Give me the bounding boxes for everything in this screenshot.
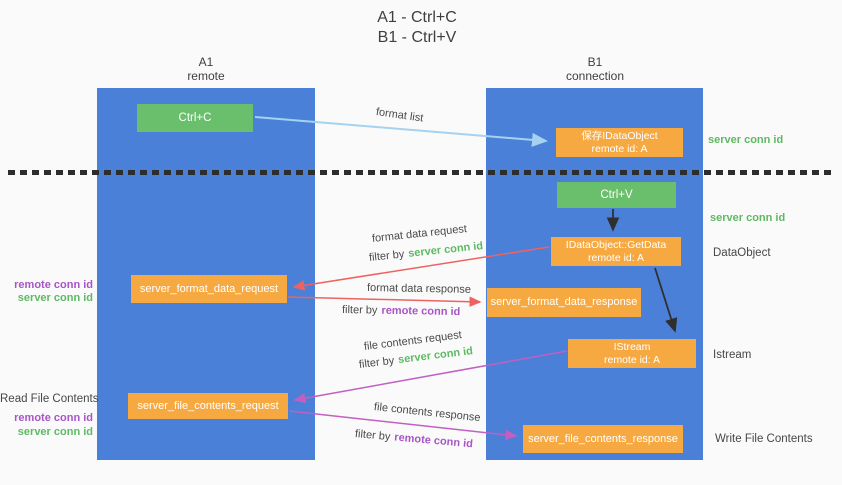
lane-header-b1: B1 connection [535, 55, 655, 83]
arrow-format-data-response [287, 296, 482, 307]
annotation-remote-conn-id-file: remote conn id [14, 412, 93, 424]
ctrl-v-label: Ctrl+V [600, 189, 633, 201]
server-file-contents-response-label: server_file_contents_response [528, 432, 678, 445]
annotation-server-conn-id-save: server conn id [708, 134, 784, 146]
server-file-contents-response-box: server_file_contents_response [523, 425, 683, 453]
annotation-server-conn-id-file: server conn id [17, 426, 93, 438]
lane-a1-subtitle: remote [187, 69, 225, 83]
server-format-data-response-label: server_format_data_response [490, 296, 638, 308]
save-idataobject-line2: remote id: A [591, 142, 648, 155]
session-divider-line [8, 170, 836, 175]
server-format-data-response-box: server_format_data_response [487, 288, 641, 317]
istream-line1: IStream [613, 340, 651, 353]
label-format-data-response: format data response [366, 282, 472, 296]
save-idataobject-line1: 保存IDataObject [581, 129, 658, 142]
lane-b1-subtitle: connection [565, 69, 625, 83]
page-title: A1 - Ctrl+C B1 - Ctrl+V [317, 8, 517, 48]
label-file-contents-response: file contents response [373, 401, 482, 425]
ctrl-c-box: Ctrl+C [137, 104, 253, 132]
lane-a1-name: A1 [198, 55, 214, 69]
lane-header-a1: A1 remote [146, 55, 266, 83]
filter-by-text: filter by [358, 354, 395, 371]
server-format-data-request-box: server_format_data_request [131, 275, 287, 303]
save-idataobject-box: 保存IDataObject remote id: A [556, 128, 683, 157]
annotation-server-conn-id-format: server conn id [17, 292, 93, 304]
title-line-2: B1 - Ctrl+V [377, 29, 457, 46]
getdata-box: IDataObject::GetData remote id: A [551, 237, 681, 266]
annotation-istream: Istream [713, 349, 752, 361]
filter-key-server-conn-id: server conn id [407, 240, 484, 260]
server-file-contents-request-box: server_file_contents_request [128, 393, 288, 419]
annotation-dataobject: DataObject [713, 247, 771, 259]
istream-box: IStream remote id: A [568, 339, 696, 368]
filter-by-text: filter by [354, 428, 391, 444]
filter-key-remote-conn-id: remote conn id [393, 431, 474, 451]
server-file-contents-request-label: server_file_contents_request [137, 399, 279, 412]
label-format-data-request: format data request [371, 223, 468, 245]
server-format-data-request-label: server_format_data_request [139, 282, 279, 295]
ctrl-c-label: Ctrl+C [178, 112, 212, 124]
title-line-1: A1 - Ctrl+C [377, 9, 457, 26]
getdata-line2: remote id: A [587, 251, 645, 264]
filter-key-remote-conn-id: remote conn id [381, 304, 461, 319]
lane-b1-name: B1 [587, 55, 603, 69]
annotation-remote-conn-id-format: remote conn id [14, 279, 93, 291]
filter-key-server-conn-id: server conn id [397, 345, 474, 367]
label-format-list: format list [375, 106, 425, 125]
istream-line2: remote id: A [603, 353, 661, 366]
filter-by-text: filter by [341, 304, 378, 317]
annotation-read-file-contents: Read File Contents [0, 393, 99, 405]
ctrl-v-box: Ctrl+V [557, 182, 676, 208]
annotation-server-conn-id-paste: server conn id [710, 212, 786, 224]
filter-by-text: filter by [368, 248, 405, 264]
getdata-line1: IDataObject::GetData [565, 238, 667, 251]
annotation-write-file-contents: Write File Contents [715, 433, 813, 445]
